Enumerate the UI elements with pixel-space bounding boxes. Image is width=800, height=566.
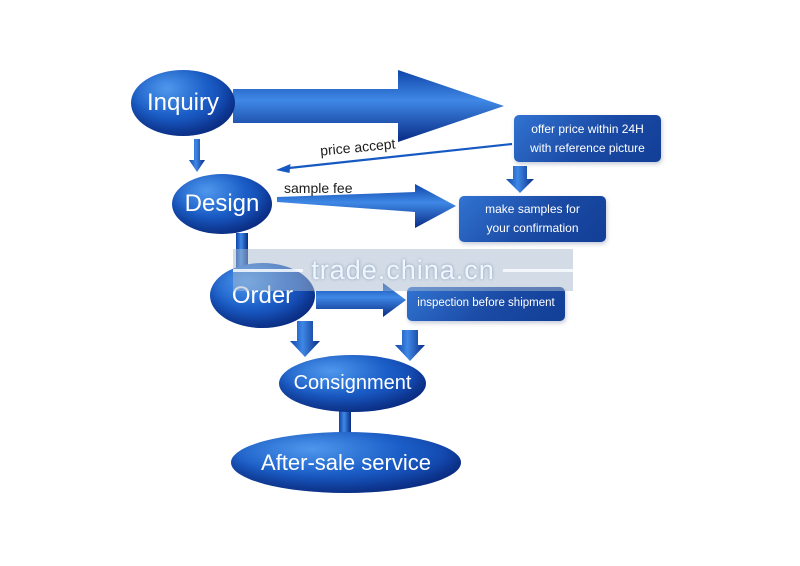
- box-make-samples-line2: your confirmation: [486, 221, 579, 235]
- node-after-sale-service-label: After-sale service: [261, 449, 431, 475]
- box-offer-price-line1: offer price within 24H: [531, 121, 644, 136]
- node-inquiry: Inquiry: [131, 70, 235, 136]
- node-after-sale-service: After-sale service: [231, 432, 461, 493]
- watermark: trade.china.cn: [233, 249, 574, 291]
- node-design-label: Design: [184, 190, 260, 217]
- line-price-accept: [288, 142, 513, 170]
- box-make-samples: make samples for your confirmation: [459, 196, 606, 242]
- arrow-design-to-samples: [277, 184, 456, 228]
- node-consignment: Consignment: [279, 355, 426, 412]
- edge-label-sample-fee: sample fee: [284, 180, 353, 196]
- arrow-inquiry-to-design: [189, 139, 205, 172]
- arrow-order-to-consignment: [290, 321, 320, 357]
- arrowhead-price-accept: [276, 164, 291, 173]
- box-offer-price-line2: with reference picture: [530, 140, 645, 155]
- box-inspection-label: inspection before shipment: [417, 297, 555, 310]
- node-consignment-label: Consignment: [293, 372, 412, 394]
- arrow-offer-to-samples: [506, 166, 534, 193]
- box-inspection: inspection before shipment: [407, 287, 565, 321]
- watermark-line-left: [233, 268, 304, 272]
- box-offer-price: offer price within 24H with reference pi…: [514, 115, 661, 162]
- box-make-samples-line1: make samples for: [485, 202, 580, 217]
- arrow-inquiry-to-offer: [233, 70, 504, 142]
- watermark-line-right: [502, 268, 574, 272]
- node-design: Design: [172, 174, 272, 234]
- watermark-text: trade.china.cn: [311, 254, 495, 285]
- arrow-order-to-inspection: [316, 283, 406, 317]
- arrow-inspection-to-consignment: [395, 330, 425, 361]
- node-inquiry-label: Inquiry: [146, 89, 220, 116]
